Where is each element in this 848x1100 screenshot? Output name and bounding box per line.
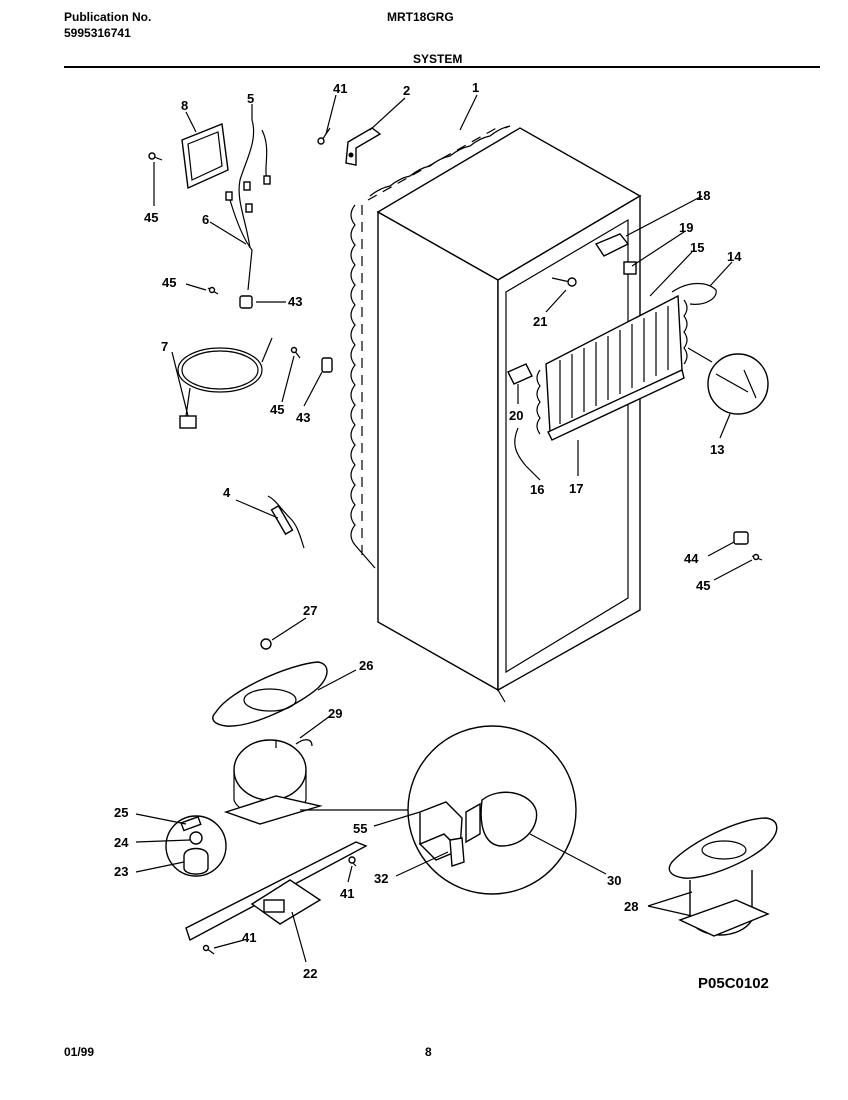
section-title: SYSTEM <box>413 52 463 66</box>
callout-2: 2 <box>403 83 410 98</box>
part-7-power-cord <box>177 337 273 429</box>
callout-55: 55 <box>353 821 367 836</box>
callout-45-b: 45 <box>162 275 176 290</box>
callout-5: 5 <box>247 91 254 106</box>
part-13-detail <box>687 347 769 415</box>
part-8-cover <box>181 123 229 190</box>
callout-16: 16 <box>530 482 544 497</box>
part-2-bracket <box>345 127 382 166</box>
callout-22: 22 <box>303 966 317 981</box>
callout-44: 44 <box>684 551 699 566</box>
leader-lines <box>135 94 753 963</box>
part-45-screw-b <box>207 286 219 295</box>
callout-1: 1 <box>472 80 479 95</box>
callout-29: 29 <box>328 706 342 721</box>
part-27-grommet <box>260 638 272 650</box>
callout-24: 24 <box>114 835 129 850</box>
part-45-screw-c <box>290 346 301 359</box>
callout-30: 30 <box>607 873 621 888</box>
publication-number: 5995316741 <box>64 26 131 40</box>
part-5-6-wiring <box>225 119 271 291</box>
part-44-clamp <box>733 531 749 545</box>
part-14-tube <box>671 282 717 305</box>
grommet-detail-circle <box>165 815 227 877</box>
relay-detail-circle <box>300 725 577 895</box>
callout-6: 6 <box>202 212 209 227</box>
callout-15: 15 <box>690 240 704 255</box>
callout-labels: 1 2 41 8 5 45 6 45 43 7 45 43 4 18 19 15… <box>114 80 742 981</box>
part-41-screw-top <box>317 127 331 145</box>
callout-4: 4 <box>223 485 231 500</box>
callout-17: 17 <box>569 481 583 496</box>
part-29-compressor <box>223 739 323 825</box>
footer-page-number: 8 <box>425 1045 432 1059</box>
callout-19: 19 <box>679 220 693 235</box>
callout-26: 26 <box>359 658 373 673</box>
callout-28: 28 <box>624 899 638 914</box>
callout-7: 7 <box>161 339 168 354</box>
part-45-screw-d <box>751 553 763 561</box>
footer-date: 01/99 <box>64 1045 95 1059</box>
model-number: MRT18GRG <box>387 10 454 24</box>
header-rule <box>64 66 820 68</box>
callout-18: 18 <box>696 188 710 203</box>
cabinet <box>376 127 642 703</box>
part-19-clip <box>623 261 637 275</box>
callout-25: 25 <box>114 805 128 820</box>
callout-32: 32 <box>374 871 388 886</box>
condenser-coil <box>350 125 511 569</box>
callout-21: 21 <box>533 314 547 329</box>
part-22-base-rail <box>185 841 368 942</box>
callout-13: 13 <box>710 442 724 457</box>
part-43-clamp-a <box>239 295 253 309</box>
callout-41-low: 41 <box>242 930 256 945</box>
callout-45-d: 45 <box>696 578 710 593</box>
part-17-evaporator-cover <box>547 369 685 441</box>
part-18-bracket <box>594 233 630 257</box>
part-41-screw-lower <box>202 944 215 955</box>
part-16-heater <box>514 427 527 467</box>
part-4-drier <box>267 495 305 549</box>
callout-8: 8 <box>181 98 188 113</box>
callout-41-top: 41 <box>333 81 347 96</box>
callout-23: 23 <box>114 864 128 879</box>
callout-45-c: 45 <box>270 402 284 417</box>
callout-27: 27 <box>303 603 317 618</box>
callout-41-mid: 41 <box>340 886 354 901</box>
callout-43-a: 43 <box>288 294 302 309</box>
part-26-drain-pan <box>212 661 328 727</box>
part-41-screw-mid <box>348 856 357 867</box>
diagram-code: P05C0102 <box>698 975 769 992</box>
publication-label: Publication No. <box>64 10 152 24</box>
callout-20: 20 <box>509 408 523 423</box>
part-43-clamp-b <box>321 357 333 373</box>
part-28-compressor-assembly <box>668 817 778 937</box>
callout-43-b: 43 <box>296 410 310 425</box>
callout-14: 14 <box>727 249 742 264</box>
callout-45-a: 45 <box>144 210 158 225</box>
part-45-screw-a <box>148 152 163 161</box>
part-21-fitting <box>551 277 577 287</box>
part-20-thermostat <box>507 363 533 385</box>
